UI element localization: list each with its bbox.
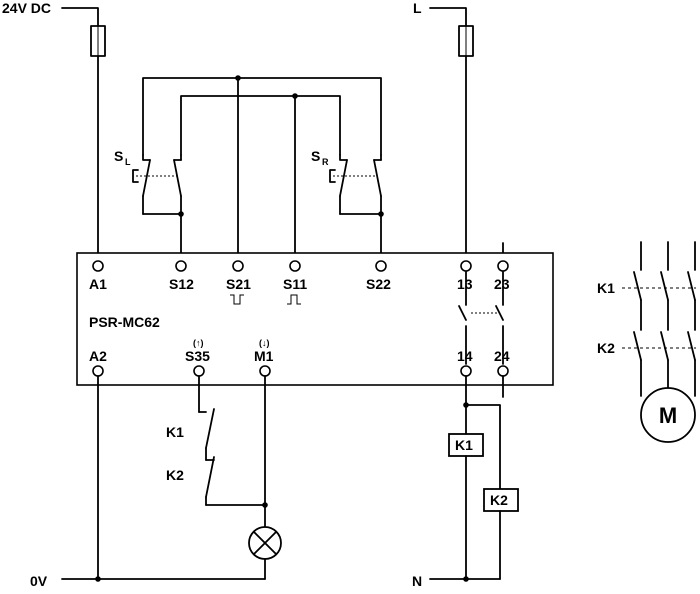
switch-right-sub: R bbox=[322, 157, 329, 167]
terminal-23-label: 23 bbox=[494, 276, 510, 292]
motor-k1-label: K1 bbox=[597, 280, 615, 296]
motor-k2-label: K2 bbox=[597, 340, 615, 356]
terminal-a2 bbox=[92, 365, 104, 377]
supply-24v-label: 24V DC bbox=[2, 0, 51, 16]
feedback-contacts bbox=[198, 375, 266, 506]
motor-icon bbox=[640, 387, 696, 443]
terminal-s22 bbox=[375, 260, 387, 272]
wire-outer-loop bbox=[142, 77, 382, 156]
pulse-low-icon bbox=[230, 294, 244, 305]
supply-n-label: N bbox=[412, 573, 422, 589]
feedback-k1-label: K1 bbox=[166, 424, 184, 440]
junction-0v bbox=[95, 576, 101, 582]
supply-l-label: L bbox=[413, 0, 422, 16]
terminal-24-label: 24 bbox=[494, 348, 510, 364]
terminal-24 bbox=[497, 365, 509, 377]
wire-l-top bbox=[429, 7, 467, 27]
switch-right bbox=[329, 154, 384, 262]
pulse-high-icon bbox=[287, 294, 301, 305]
device-box bbox=[76, 252, 554, 386]
switch-right-label: S bbox=[311, 148, 320, 164]
terminal-a2-label: A2 bbox=[89, 348, 107, 364]
coil-k2-label: K2 bbox=[490, 492, 508, 508]
motor-circuit bbox=[622, 241, 696, 397]
switch-left bbox=[132, 154, 184, 262]
terminal-s12-label: S12 bbox=[169, 276, 194, 292]
motor-label: M bbox=[659, 403, 677, 428]
terminal-s35-note: (↑) bbox=[193, 338, 204, 348]
device-name: PSR-MC62 bbox=[89, 314, 160, 330]
terminal-23 bbox=[497, 260, 509, 272]
terminal-s35 bbox=[193, 365, 205, 377]
junction-m1 bbox=[262, 502, 268, 508]
terminal-s21 bbox=[232, 260, 244, 272]
terminal-13-label: 13 bbox=[457, 276, 473, 292]
terminal-m1 bbox=[259, 365, 271, 377]
switch-left-label: S bbox=[114, 148, 123, 164]
terminal-a1 bbox=[92, 260, 104, 272]
wire-24v-top bbox=[61, 7, 99, 27]
coil-k1-label: K1 bbox=[455, 437, 473, 453]
terminal-s11-label: S11 bbox=[283, 276, 307, 292]
supply-0v-label: 0V bbox=[30, 573, 48, 589]
terminal-s21-label: S21 bbox=[226, 276, 251, 292]
terminal-s11 bbox=[289, 260, 301, 272]
wire-14-to-k2 bbox=[465, 404, 501, 490]
terminal-s35-label: S35 bbox=[185, 348, 210, 364]
terminal-13 bbox=[460, 260, 472, 272]
lamp-icon bbox=[248, 526, 282, 560]
terminal-s22-label: S22 bbox=[366, 276, 391, 292]
terminal-m1-note: (↓) bbox=[259, 338, 270, 348]
junction-n bbox=[463, 576, 469, 582]
output-contact-23-24 bbox=[495, 271, 504, 365]
switch-left-sub: L bbox=[125, 157, 131, 167]
coil-k2 bbox=[483, 488, 519, 512]
terminal-14-label: 14 bbox=[457, 348, 473, 364]
terminal-m1-label: M1 bbox=[254, 348, 274, 364]
terminal-14 bbox=[460, 365, 472, 377]
feedback-k2-label: K2 bbox=[166, 467, 184, 483]
wire-inner-loop bbox=[180, 95, 341, 156]
terminal-s12 bbox=[175, 260, 187, 272]
terminal-a1-label: A1 bbox=[89, 276, 107, 292]
output-contact-13-14 bbox=[458, 271, 467, 365]
